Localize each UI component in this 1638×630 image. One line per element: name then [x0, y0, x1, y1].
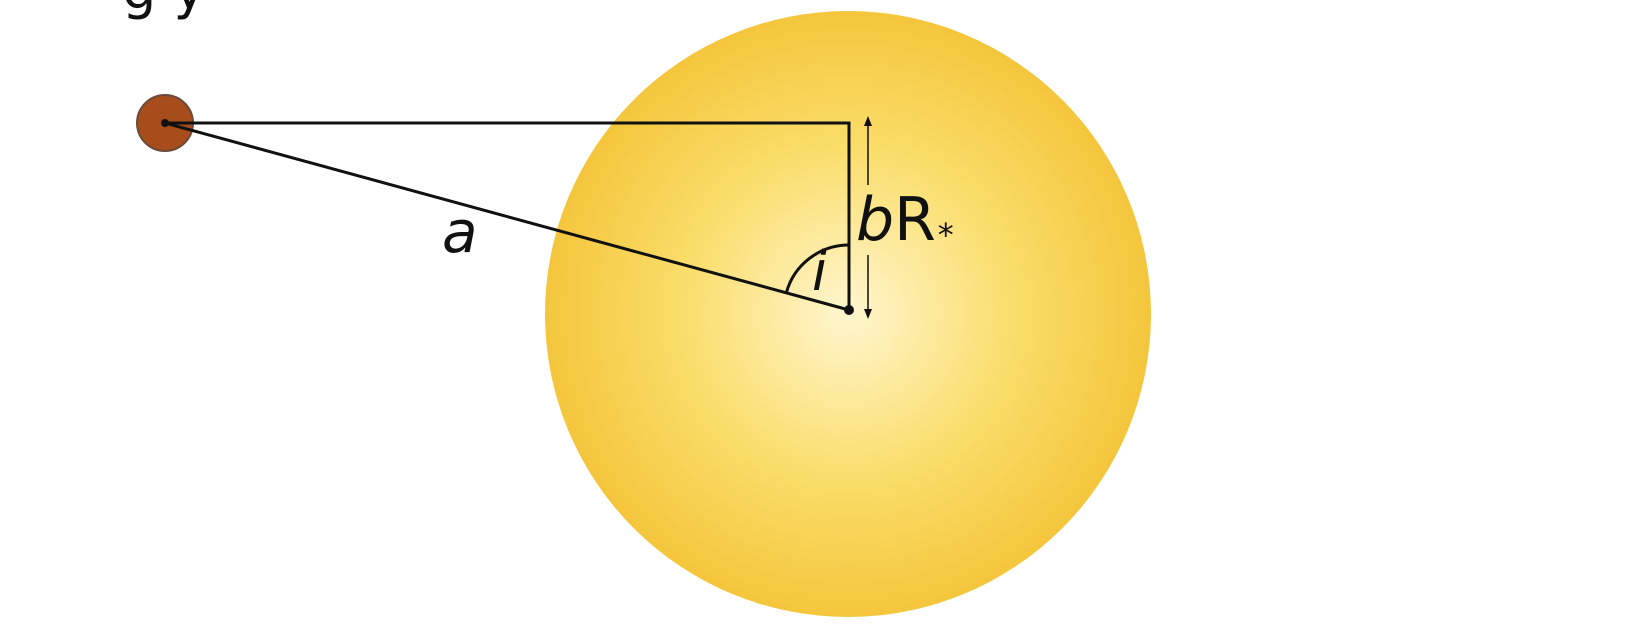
label-r: R: [894, 185, 936, 255]
label-star-subscript: *: [938, 216, 954, 254]
star-center-dot: [844, 305, 854, 315]
label-b-r-star: bR*: [856, 185, 954, 255]
cropped-caption-text: g y: [122, 0, 205, 21]
semi-major-axis-line: [164, 121, 850, 312]
label-i: i: [812, 240, 827, 303]
label-a: a: [442, 198, 478, 266]
label-b: b: [856, 185, 894, 255]
inclination-angle-arc: [784, 243, 850, 294]
